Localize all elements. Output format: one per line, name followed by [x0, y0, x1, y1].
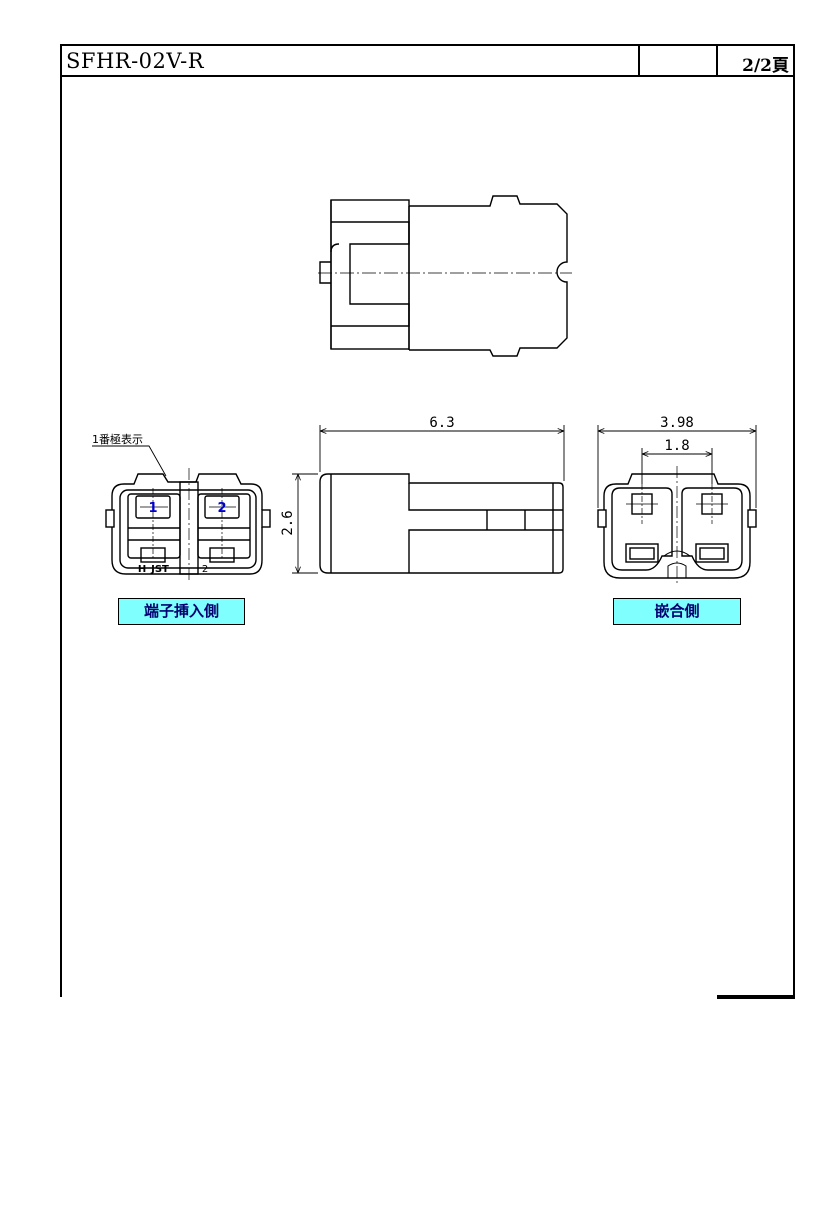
- title-block-blank-cell: [638, 44, 718, 77]
- dimension-texts: 6.3 3.98 1.8 2.6: [280, 415, 694, 536]
- side-view: [319, 473, 564, 574]
- pin-1-number: 1: [148, 501, 157, 516]
- title-block: SFHR-02V-R 2/2頁: [60, 44, 795, 77]
- cavity-2-mark: 2: [202, 564, 208, 575]
- maker-prefix-mark: H: [138, 564, 146, 575]
- pin1-marker-label: 1番極表示: [92, 432, 143, 446]
- maker-mark: JST: [150, 564, 169, 575]
- top-view: [318, 195, 572, 357]
- length-dimension: 6.3: [429, 415, 454, 431]
- page-number: 2/2頁: [742, 56, 789, 76]
- dimension-lines: [292, 425, 757, 574]
- frame-bottom-mark: [717, 995, 795, 999]
- pin-2-number: 2: [217, 501, 226, 516]
- mating-side-view: [597, 466, 757, 584]
- frame-right-border: [793, 75, 795, 997]
- pitch-dimension: 1.8: [664, 438, 689, 454]
- part-number: SFHR-02V-R: [66, 49, 205, 73]
- frame-left-border: [60, 75, 62, 997]
- terminal-insertion-view: [92, 445, 271, 580]
- terminal-insertion-side-label: 端子挿入側: [118, 598, 245, 625]
- height-dimension: 2.6: [280, 510, 296, 535]
- annotation-texts: 1番極表示 1 2 H JST 2: [92, 432, 227, 575]
- mating-side-label: 嵌合側: [613, 598, 741, 625]
- width-dimension: 3.98: [660, 415, 694, 431]
